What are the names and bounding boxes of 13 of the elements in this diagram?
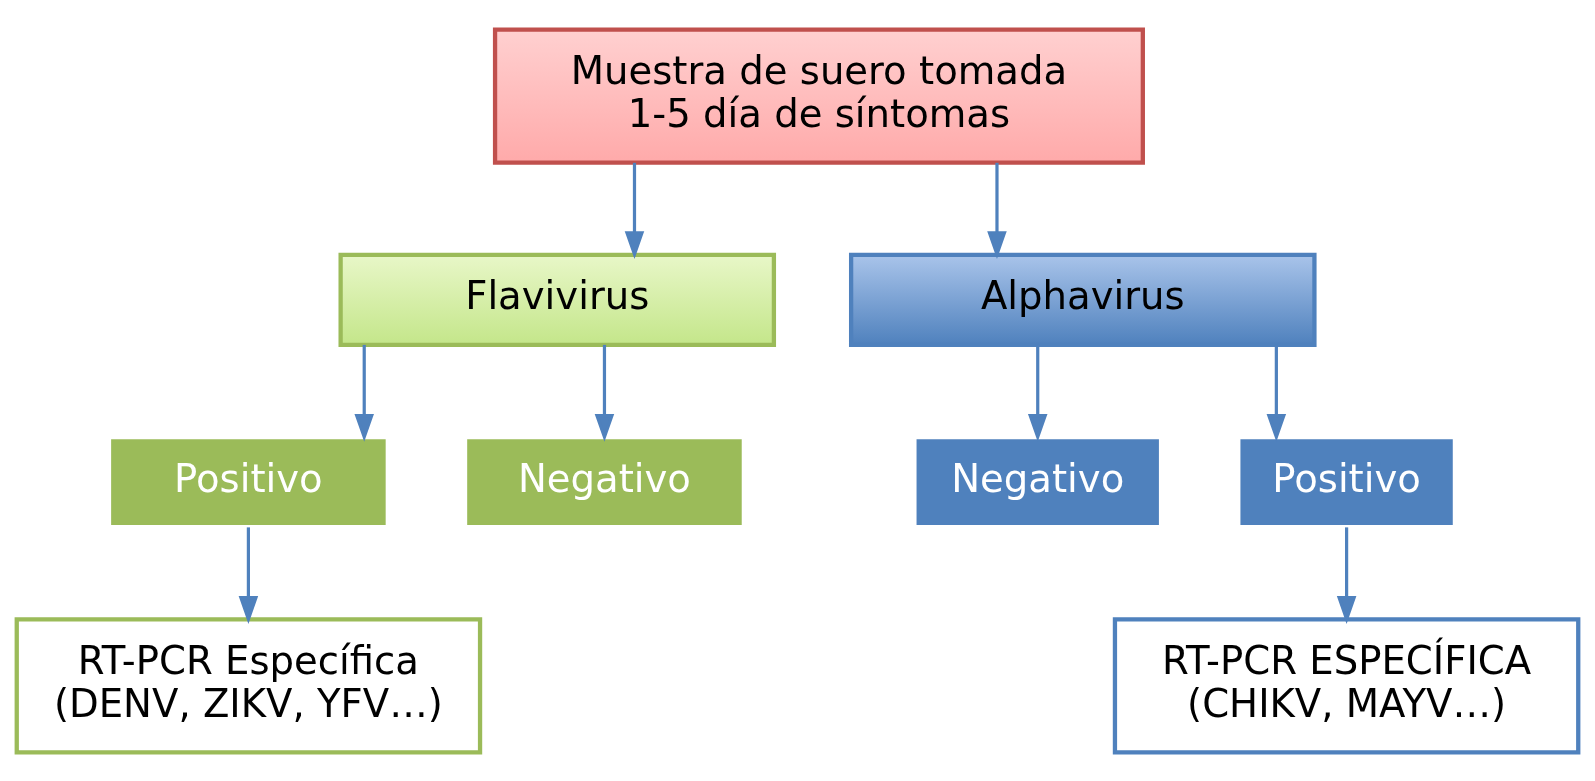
node-box: Muestra de suero tomada 1-5 día de síntomas xyxy=(492,26,1145,165)
node-box: Alphavirus xyxy=(848,252,1317,347)
arrow xyxy=(1336,526,1357,624)
node-box: RT-PCR ESPECÍFICA (CHIKV, MAYV…) xyxy=(1112,616,1581,755)
arrow xyxy=(238,526,259,624)
arrow xyxy=(987,162,1007,259)
node-box: Flavivirus xyxy=(338,252,777,347)
arrow xyxy=(354,344,374,442)
arrow xyxy=(1027,344,1048,442)
arrow xyxy=(624,162,645,259)
node-box: RT-PCR Específica (DENV, ZIKV, YFV…) xyxy=(14,616,483,755)
arrow xyxy=(594,344,615,442)
arrow xyxy=(1266,344,1287,442)
